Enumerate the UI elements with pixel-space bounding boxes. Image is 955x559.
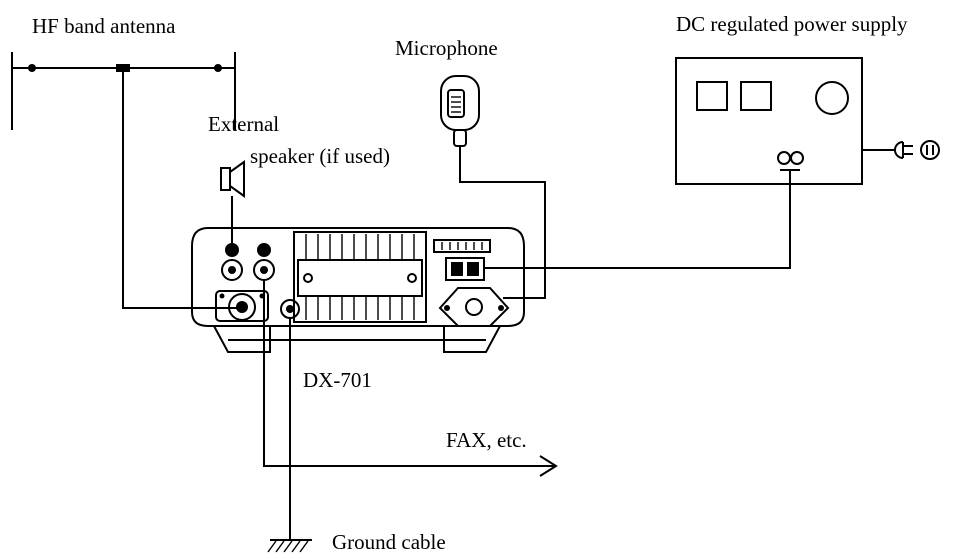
power-supply-label: DC regulated power supply <box>676 12 908 36</box>
power-supply <box>484 57 885 269</box>
transceiver-rear-panel <box>191 227 525 353</box>
speaker-icon <box>220 160 245 248</box>
fax-label: FAX, etc. <box>446 428 527 452</box>
power-plug-icon <box>885 140 940 160</box>
fax-cable <box>263 280 558 477</box>
speaker-label-line1: External <box>208 112 280 136</box>
microphone-label: Microphone <box>395 36 498 60</box>
microphone-icon <box>440 75 546 299</box>
antenna-label: HF band antenna <box>32 14 176 38</box>
radio-model-label: DX-701 <box>303 368 372 392</box>
speaker-label-line2: speaker (if used) <box>250 144 390 168</box>
ground-symbol-icon <box>267 539 312 553</box>
hf-antenna <box>11 52 238 309</box>
ground-cable <box>267 318 312 553</box>
ground-label: Ground cable <box>332 530 446 554</box>
